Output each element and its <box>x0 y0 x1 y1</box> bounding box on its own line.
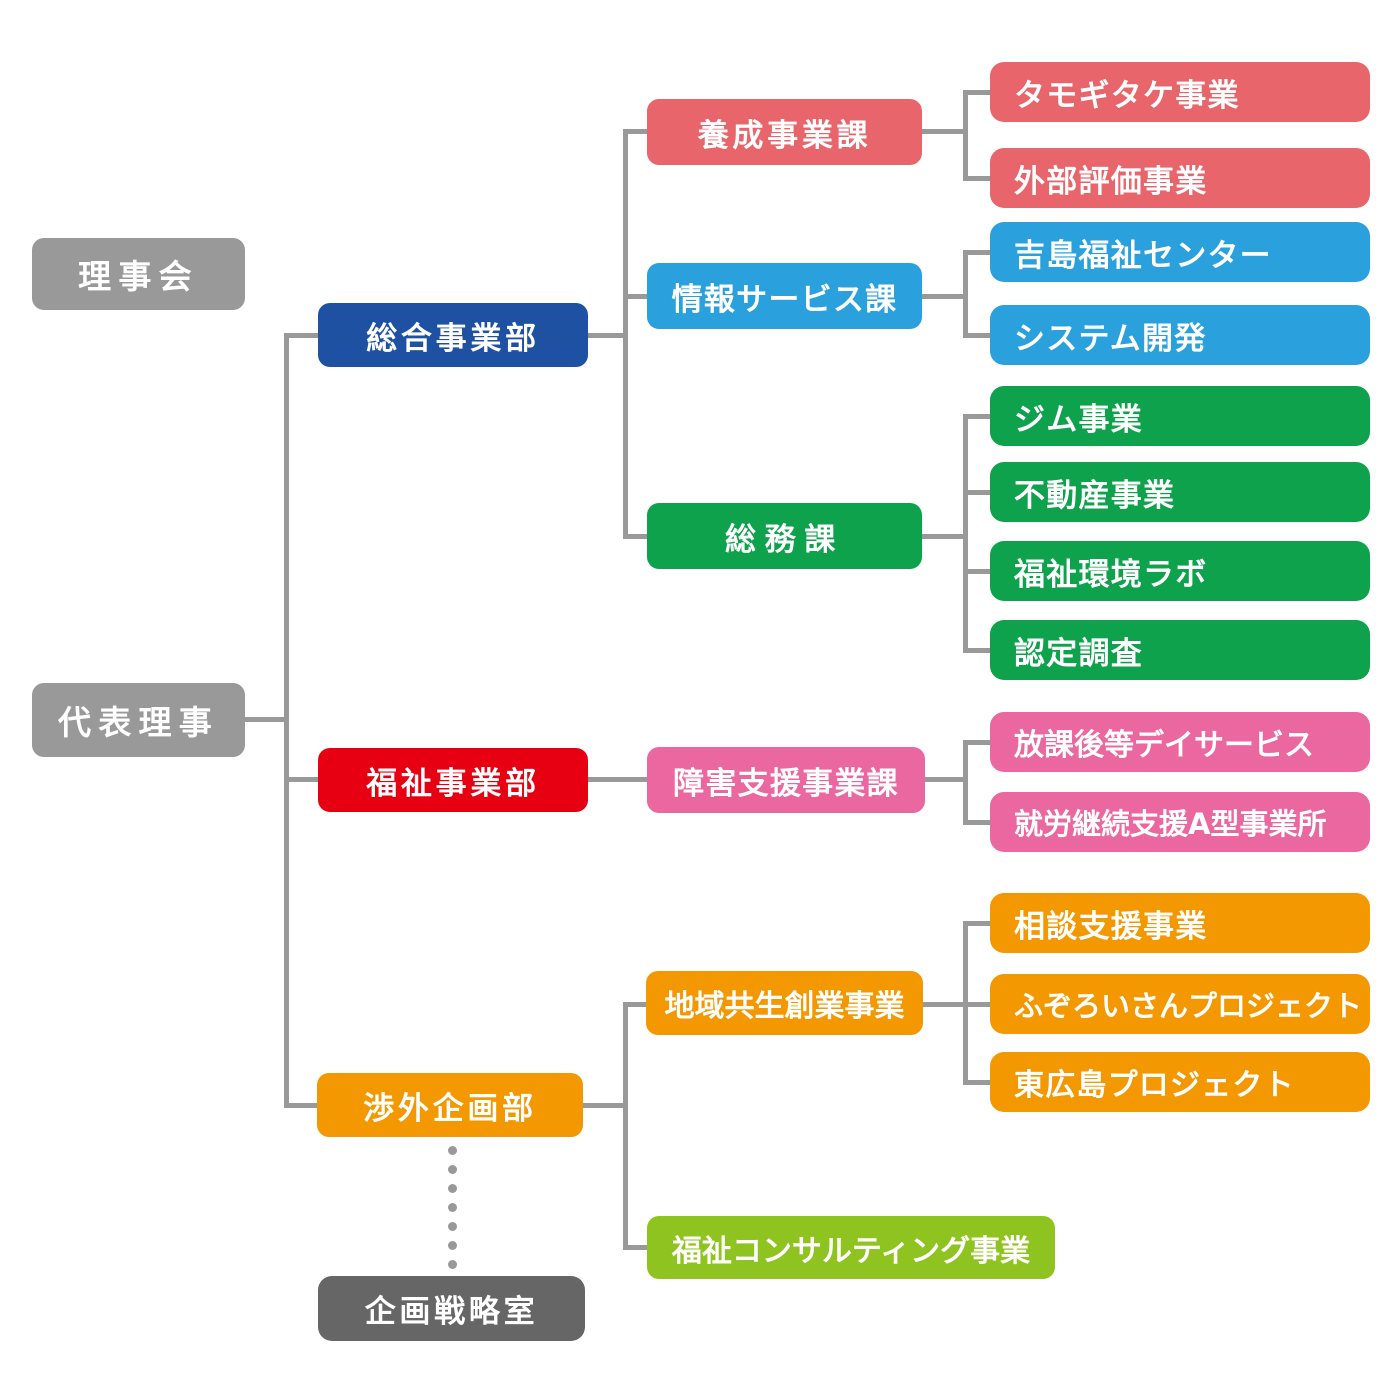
connector-line <box>963 90 992 95</box>
connector-line <box>963 740 968 825</box>
connector-line <box>963 569 992 574</box>
connector-line <box>963 1080 992 1085</box>
node-higashihiroshima-project: 東広島プロジェクト <box>990 1052 1370 1112</box>
dotted-connector-dot <box>448 1203 457 1212</box>
connector-line <box>623 1002 628 1250</box>
connector-line <box>623 1002 648 1007</box>
connector-line <box>963 333 992 338</box>
connector-line <box>623 1245 649 1250</box>
connector-line <box>245 717 289 722</box>
connector-line <box>920 534 966 539</box>
connector-line <box>963 90 968 181</box>
connector-line <box>963 176 992 181</box>
node-tamogitake-jigyo: タモギタケ事業 <box>990 62 1370 122</box>
node-yoshijima-fukushi-center: 吉島福祉センター <box>990 222 1370 282</box>
node-fukushi-jigyobu: 福祉事業部 <box>318 748 588 812</box>
dotted-connector-dot <box>448 1184 457 1193</box>
node-joho-service-ka: 情報サービス課 <box>647 263 922 329</box>
node-rijikai: 理事会 <box>32 238 245 310</box>
node-chiiki-kyosei-sogyo-jigyo: 地域共生創業事業 <box>646 971 923 1035</box>
connector-line <box>963 250 992 255</box>
node-shogai-shien-jigyoka: 障害支援事業課 <box>647 747 925 813</box>
node-daihyo-riji: 代表理事 <box>32 683 245 757</box>
connector-line <box>623 129 628 539</box>
connector-line <box>581 1103 628 1108</box>
dotted-connector-dot <box>448 1241 457 1250</box>
node-hokago-day-service: 放課後等デイサービス <box>990 712 1370 772</box>
node-fukushi-consulting-jigyo: 福祉コンサルティング事業 <box>647 1216 1055 1279</box>
node-yosei-jigyoka: 養成事業課 <box>647 99 922 165</box>
connector-line <box>963 414 992 419</box>
connector-line <box>920 294 966 299</box>
connector-line <box>921 1002 966 1007</box>
connector-line <box>586 333 628 338</box>
connector-line <box>920 129 966 134</box>
connector-line <box>963 490 992 495</box>
node-nintei-chosa: 認定調査 <box>990 620 1370 680</box>
dotted-connector-dot <box>448 1222 457 1231</box>
connector-line <box>286 777 320 782</box>
dotted-connector-dot <box>448 1165 457 1174</box>
connector-line <box>923 777 966 782</box>
node-fuzoroi-san-project: ふぞろいさんプロジェクト <box>990 974 1370 1034</box>
connector-line <box>623 129 649 134</box>
connector-line <box>586 777 650 782</box>
node-shogai-kikakubu: 渉外企画部 <box>317 1073 583 1137</box>
connector-line <box>963 250 968 338</box>
connector-line <box>623 534 649 539</box>
node-shuro-keizoku-shien-a: 就労継続支援A型事業所 <box>990 792 1370 852</box>
dotted-connector-dot <box>448 1260 457 1269</box>
node-gym-jigyo: ジム事業 <box>990 386 1370 446</box>
connector-line <box>286 333 320 338</box>
dotted-connector-dot <box>448 1146 457 1155</box>
connector-line <box>963 921 992 926</box>
node-kikaku-senryaku-shitsu: 企画戦略室 <box>318 1276 585 1341</box>
node-gaibu-hyoka-jigyo: 外部評価事業 <box>990 148 1370 208</box>
node-fukushi-kankyo-lab: 福祉環境ラボ <box>990 541 1370 601</box>
node-system-kaihatsu: システム開発 <box>990 305 1370 365</box>
connector-line <box>963 648 992 653</box>
connector-line <box>963 414 968 653</box>
connector-line <box>286 1103 320 1108</box>
connector-line <box>963 1002 992 1007</box>
connector-line <box>963 820 992 825</box>
connector-line <box>623 294 649 299</box>
node-sodan-shien-jigyo: 相談支援事業 <box>990 893 1370 953</box>
node-somu-ka: 総務課 <box>647 503 922 569</box>
connector-line <box>963 740 992 745</box>
node-fudosan-jigyo: 不動産事業 <box>990 462 1370 522</box>
node-sogo-jigyobu: 総合事業部 <box>318 303 588 367</box>
